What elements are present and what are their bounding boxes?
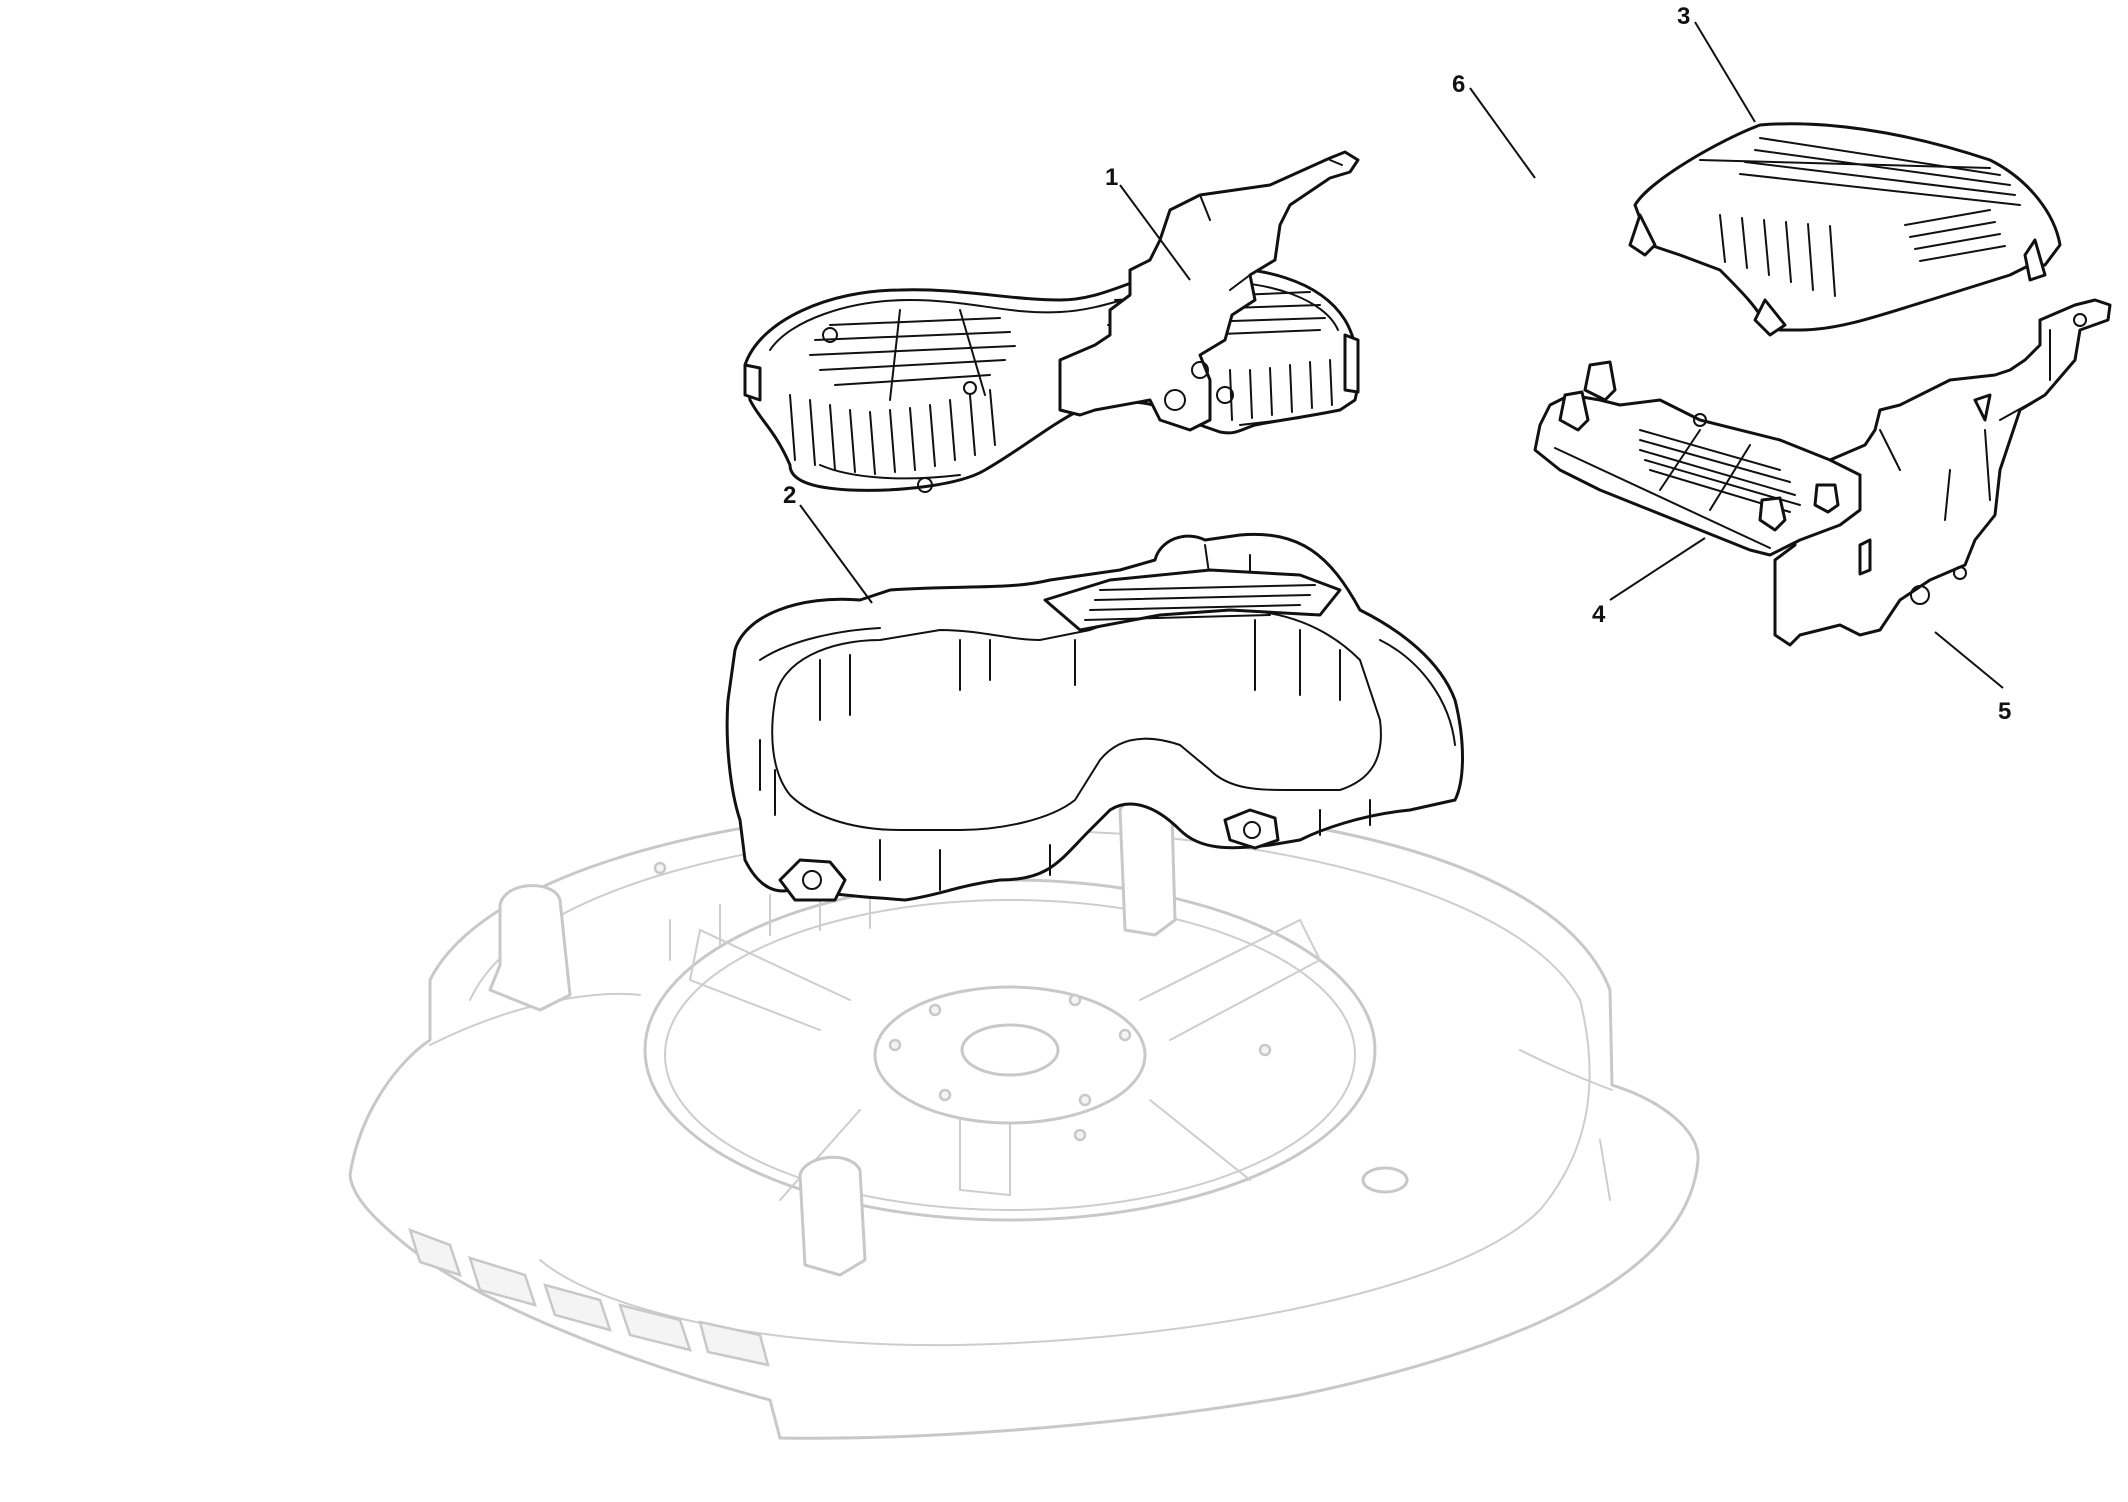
callout-1: 1	[1105, 164, 1191, 281]
callout-4: 4	[1592, 537, 1706, 628]
callout-label-4: 4	[1592, 601, 1606, 628]
part-6-bracket	[1058, 150, 1360, 432]
part-4-center-plate	[1533, 360, 1862, 557]
callout-5: 5	[1934, 631, 2011, 725]
part-1-upper-cover	[743, 266, 1360, 493]
callout-label-1: 1	[1105, 164, 1118, 191]
callout-label-5: 5	[1998, 698, 2011, 725]
callout-label-6: 6	[1452, 71, 1465, 98]
part-5-right-bracket	[1773, 298, 2112, 647]
callout-label-3: 3	[1677, 3, 1690, 30]
callout-3: 3	[1677, 3, 1756, 123]
part-3-top-cover	[1628, 122, 2062, 337]
part-2-lower-housing	[725, 532, 1464, 902]
callout-6: 6	[1452, 71, 1536, 179]
callout-2: 2	[783, 482, 873, 604]
mower-deck-ghost	[348, 797, 1700, 1440]
callout-label-2: 2	[783, 482, 796, 509]
